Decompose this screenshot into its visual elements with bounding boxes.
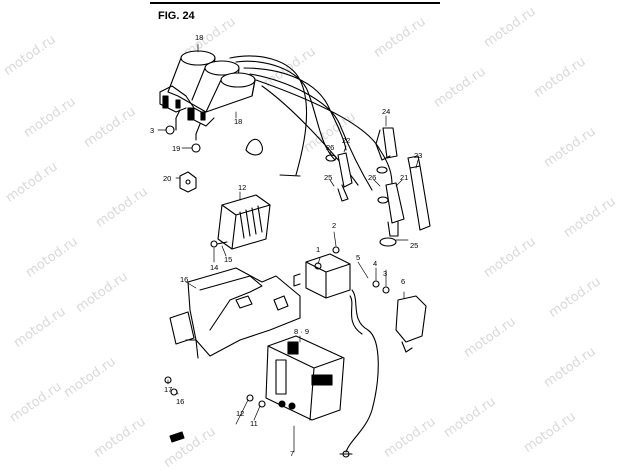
clamp-20: [179, 171, 197, 193]
callout-10: 11: [250, 419, 258, 428]
callout-18-top: 18: [195, 33, 203, 42]
callout-5: 5: [356, 253, 360, 262]
callout-12: 12: [238, 183, 246, 192]
lead-wire: [339, 289, 379, 458]
callout-25-right: 25: [410, 241, 418, 250]
callout-24: 24: [382, 107, 390, 116]
regulator-12: [210, 194, 271, 250]
callout-26-left: 26: [326, 143, 334, 152]
plug-wires: [229, 55, 393, 191]
callout-26-right: 26: [368, 173, 376, 182]
callout-14: 15: [224, 255, 232, 264]
callout-25-left: 25: [324, 173, 332, 182]
callout-17: 17: [164, 385, 172, 394]
callout-1: 1: [316, 245, 320, 254]
callout-8-9: 8 · 9: [294, 327, 309, 336]
callout-4: 4: [373, 259, 377, 268]
callout-18-mid: 18: [234, 117, 242, 126]
figure-title: FIG. 24: [158, 10, 196, 22]
callout-15: 16: [180, 275, 188, 284]
callout-19: 19: [172, 144, 180, 153]
callout-22: 22: [342, 136, 350, 145]
callout-16: 16: [176, 397, 184, 406]
callout-2: 2: [332, 221, 336, 230]
callout-3-top: 3: [150, 126, 154, 135]
callout-13: 14: [210, 263, 218, 272]
relay-1: [293, 253, 351, 299]
callout-23: 23: [414, 151, 422, 160]
ignition-coil-assembly: [159, 50, 256, 141]
callout-6: 6: [401, 277, 405, 286]
leader-lines: [157, 43, 419, 453]
callout-20: 20: [163, 174, 171, 183]
spark-plug-caps: [325, 127, 431, 247]
callout-labels: 18 3 19 18 20 12 14 15 16 17 16 12 11 1 …: [150, 33, 422, 458]
callout-7: 7: [290, 449, 294, 458]
igniter-unit-7: [265, 335, 345, 421]
bracket-15: [169, 267, 301, 359]
callout-21: 21: [400, 173, 408, 182]
callout-3: 3: [383, 269, 387, 278]
callout-11: 12: [236, 409, 244, 418]
small-fasteners: [164, 246, 390, 443]
cover-6: [395, 295, 427, 353]
